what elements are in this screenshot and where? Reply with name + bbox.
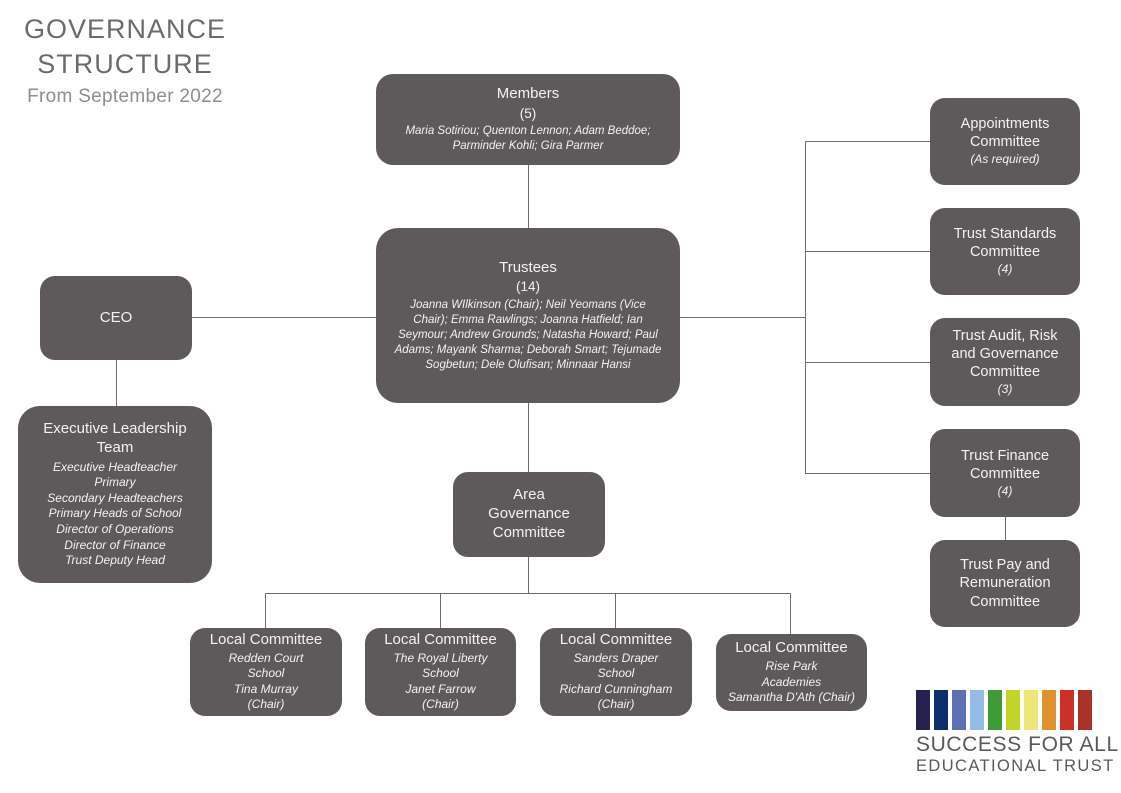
connector-ceo-trustees bbox=[192, 317, 376, 318]
logo-bar bbox=[1042, 690, 1056, 730]
node-local-committee-redden-court: Local Committee Redden Court School Tina… bbox=[190, 628, 342, 716]
page-subtitle: From September 2022 bbox=[27, 86, 223, 108]
page-header: GOVERNANCE STRUCTURE From September 2022 bbox=[0, 12, 250, 108]
logo-bar bbox=[1024, 690, 1038, 730]
node-trust-finance-committee: Trust Finance Committee (4) bbox=[930, 429, 1080, 517]
connector-members-trustees bbox=[528, 165, 529, 228]
logo-bar bbox=[916, 690, 930, 730]
logo-title: SUCCESS FOR ALL bbox=[916, 733, 1119, 756]
local-committee-details: Rise Park Academies Samantha D'Ath (Chai… bbox=[727, 658, 855, 705]
trustees-count: (14) bbox=[515, 279, 540, 295]
logo-bar bbox=[952, 690, 966, 730]
node-local-committee-rise-park: Local Committee Rise Park Academies Sama… bbox=[716, 634, 867, 711]
elt-roles: Executive Headteacher Primary Secondary … bbox=[47, 459, 183, 568]
connector-agc-drop bbox=[528, 557, 529, 593]
local-committee-title: Local Committee bbox=[384, 630, 497, 648]
trustees-names: Joanna WIlkinson (Chair); Neil Yeomans (… bbox=[394, 298, 662, 371]
members-count: (5) bbox=[519, 105, 537, 121]
committee-title: Appointments Committee bbox=[960, 116, 1050, 151]
connector-right-bracket-vertical bbox=[805, 141, 806, 473]
members-title: Members bbox=[496, 84, 560, 102]
node-trust-audit-risk-governance-committee: Trust Audit, Risk and Governance Committ… bbox=[930, 318, 1080, 406]
trustees-title: Trustees bbox=[499, 258, 557, 276]
ceo-title: CEO bbox=[99, 308, 133, 326]
node-trustees: Trustees (14) Joanna WIlkinson (Chair); … bbox=[376, 228, 680, 403]
local-committee-title: Local Committee bbox=[735, 639, 848, 657]
connector-ceo-elt bbox=[116, 360, 117, 406]
logo-bar bbox=[1078, 690, 1092, 730]
connector-trustees-right-trunk bbox=[680, 317, 805, 318]
logo-bar bbox=[988, 690, 1002, 730]
committee-note: (4) bbox=[997, 483, 1013, 498]
members-names: Maria Sotiriou; Quenton Lennon; Adam Bed… bbox=[405, 125, 651, 153]
committee-title: Trust Audit, Risk and Governance Committ… bbox=[951, 327, 1059, 380]
node-local-committee-royal-liberty: Local Committee The Royal Liberty School… bbox=[365, 628, 516, 716]
committee-note: (As required) bbox=[970, 152, 1040, 167]
connector-branch-audit bbox=[805, 362, 930, 363]
committee-title: Trust Pay and Remuneration Committee bbox=[959, 557, 1051, 610]
connector-branch-finance bbox=[805, 473, 930, 474]
page-title-line1: GOVERNANCE bbox=[23, 14, 227, 44]
node-ceo: CEO bbox=[40, 276, 192, 360]
page-title-line2: STRUCTURE bbox=[37, 49, 213, 80]
logo-subtitle: EDUCATIONAL TRUST bbox=[916, 757, 1115, 775]
node-members: Members (5) Maria Sotiriou; Quenton Lenn… bbox=[376, 74, 680, 165]
elt-title: Executive Leadership Team bbox=[43, 420, 187, 456]
node-trust-standards-committee: Trust Standards Committee (4) bbox=[930, 208, 1080, 295]
committee-note: (4) bbox=[997, 262, 1013, 277]
committee-title: Trust Finance Committee bbox=[960, 447, 1050, 482]
node-area-governance-committee: Area Governance Committee bbox=[453, 472, 605, 557]
local-committee-details: Sanders Draper School Richard Cunningham… bbox=[559, 650, 673, 712]
connector-branch-standards bbox=[805, 251, 930, 252]
node-executive-leadership-team: Executive Leadership Team Executive Head… bbox=[18, 406, 212, 583]
connector-drop-local-3 bbox=[615, 593, 616, 628]
local-committee-title: Local Committee bbox=[559, 630, 673, 648]
connector-trustees-agc bbox=[528, 403, 529, 472]
logo-bar bbox=[934, 690, 948, 730]
logo-bar bbox=[970, 690, 984, 730]
connector-drop-local-1 bbox=[265, 593, 266, 628]
node-trust-pay-remuneration-committee: Trust Pay and Remuneration Committee bbox=[930, 540, 1080, 627]
node-local-committee-sanders-draper: Local Committee Sanders Draper School Ri… bbox=[540, 628, 692, 716]
connector-drop-local-2 bbox=[440, 593, 441, 628]
local-committee-details: Redden Court School Tina Murray (Chair) bbox=[228, 650, 304, 712]
logo-bar bbox=[1060, 690, 1074, 730]
connector-branch-appointments bbox=[805, 141, 930, 142]
logo-color-bars bbox=[916, 690, 1092, 730]
agc-title: Area Governance Committee bbox=[488, 486, 570, 541]
connector-local-horizontal bbox=[265, 593, 791, 594]
node-appointments-committee: Appointments Committee (As required) bbox=[930, 98, 1080, 185]
logo-bar bbox=[1006, 690, 1020, 730]
connector-drop-local-4 bbox=[790, 593, 791, 634]
local-committee-details: The Royal Liberty School Janet Farrow (C… bbox=[393, 650, 488, 712]
committee-note: (3) bbox=[997, 381, 1013, 396]
connector-finance-pay bbox=[1005, 517, 1006, 540]
committee-title: Trust Standards Committee bbox=[953, 226, 1057, 261]
local-committee-title: Local Committee bbox=[209, 630, 323, 648]
